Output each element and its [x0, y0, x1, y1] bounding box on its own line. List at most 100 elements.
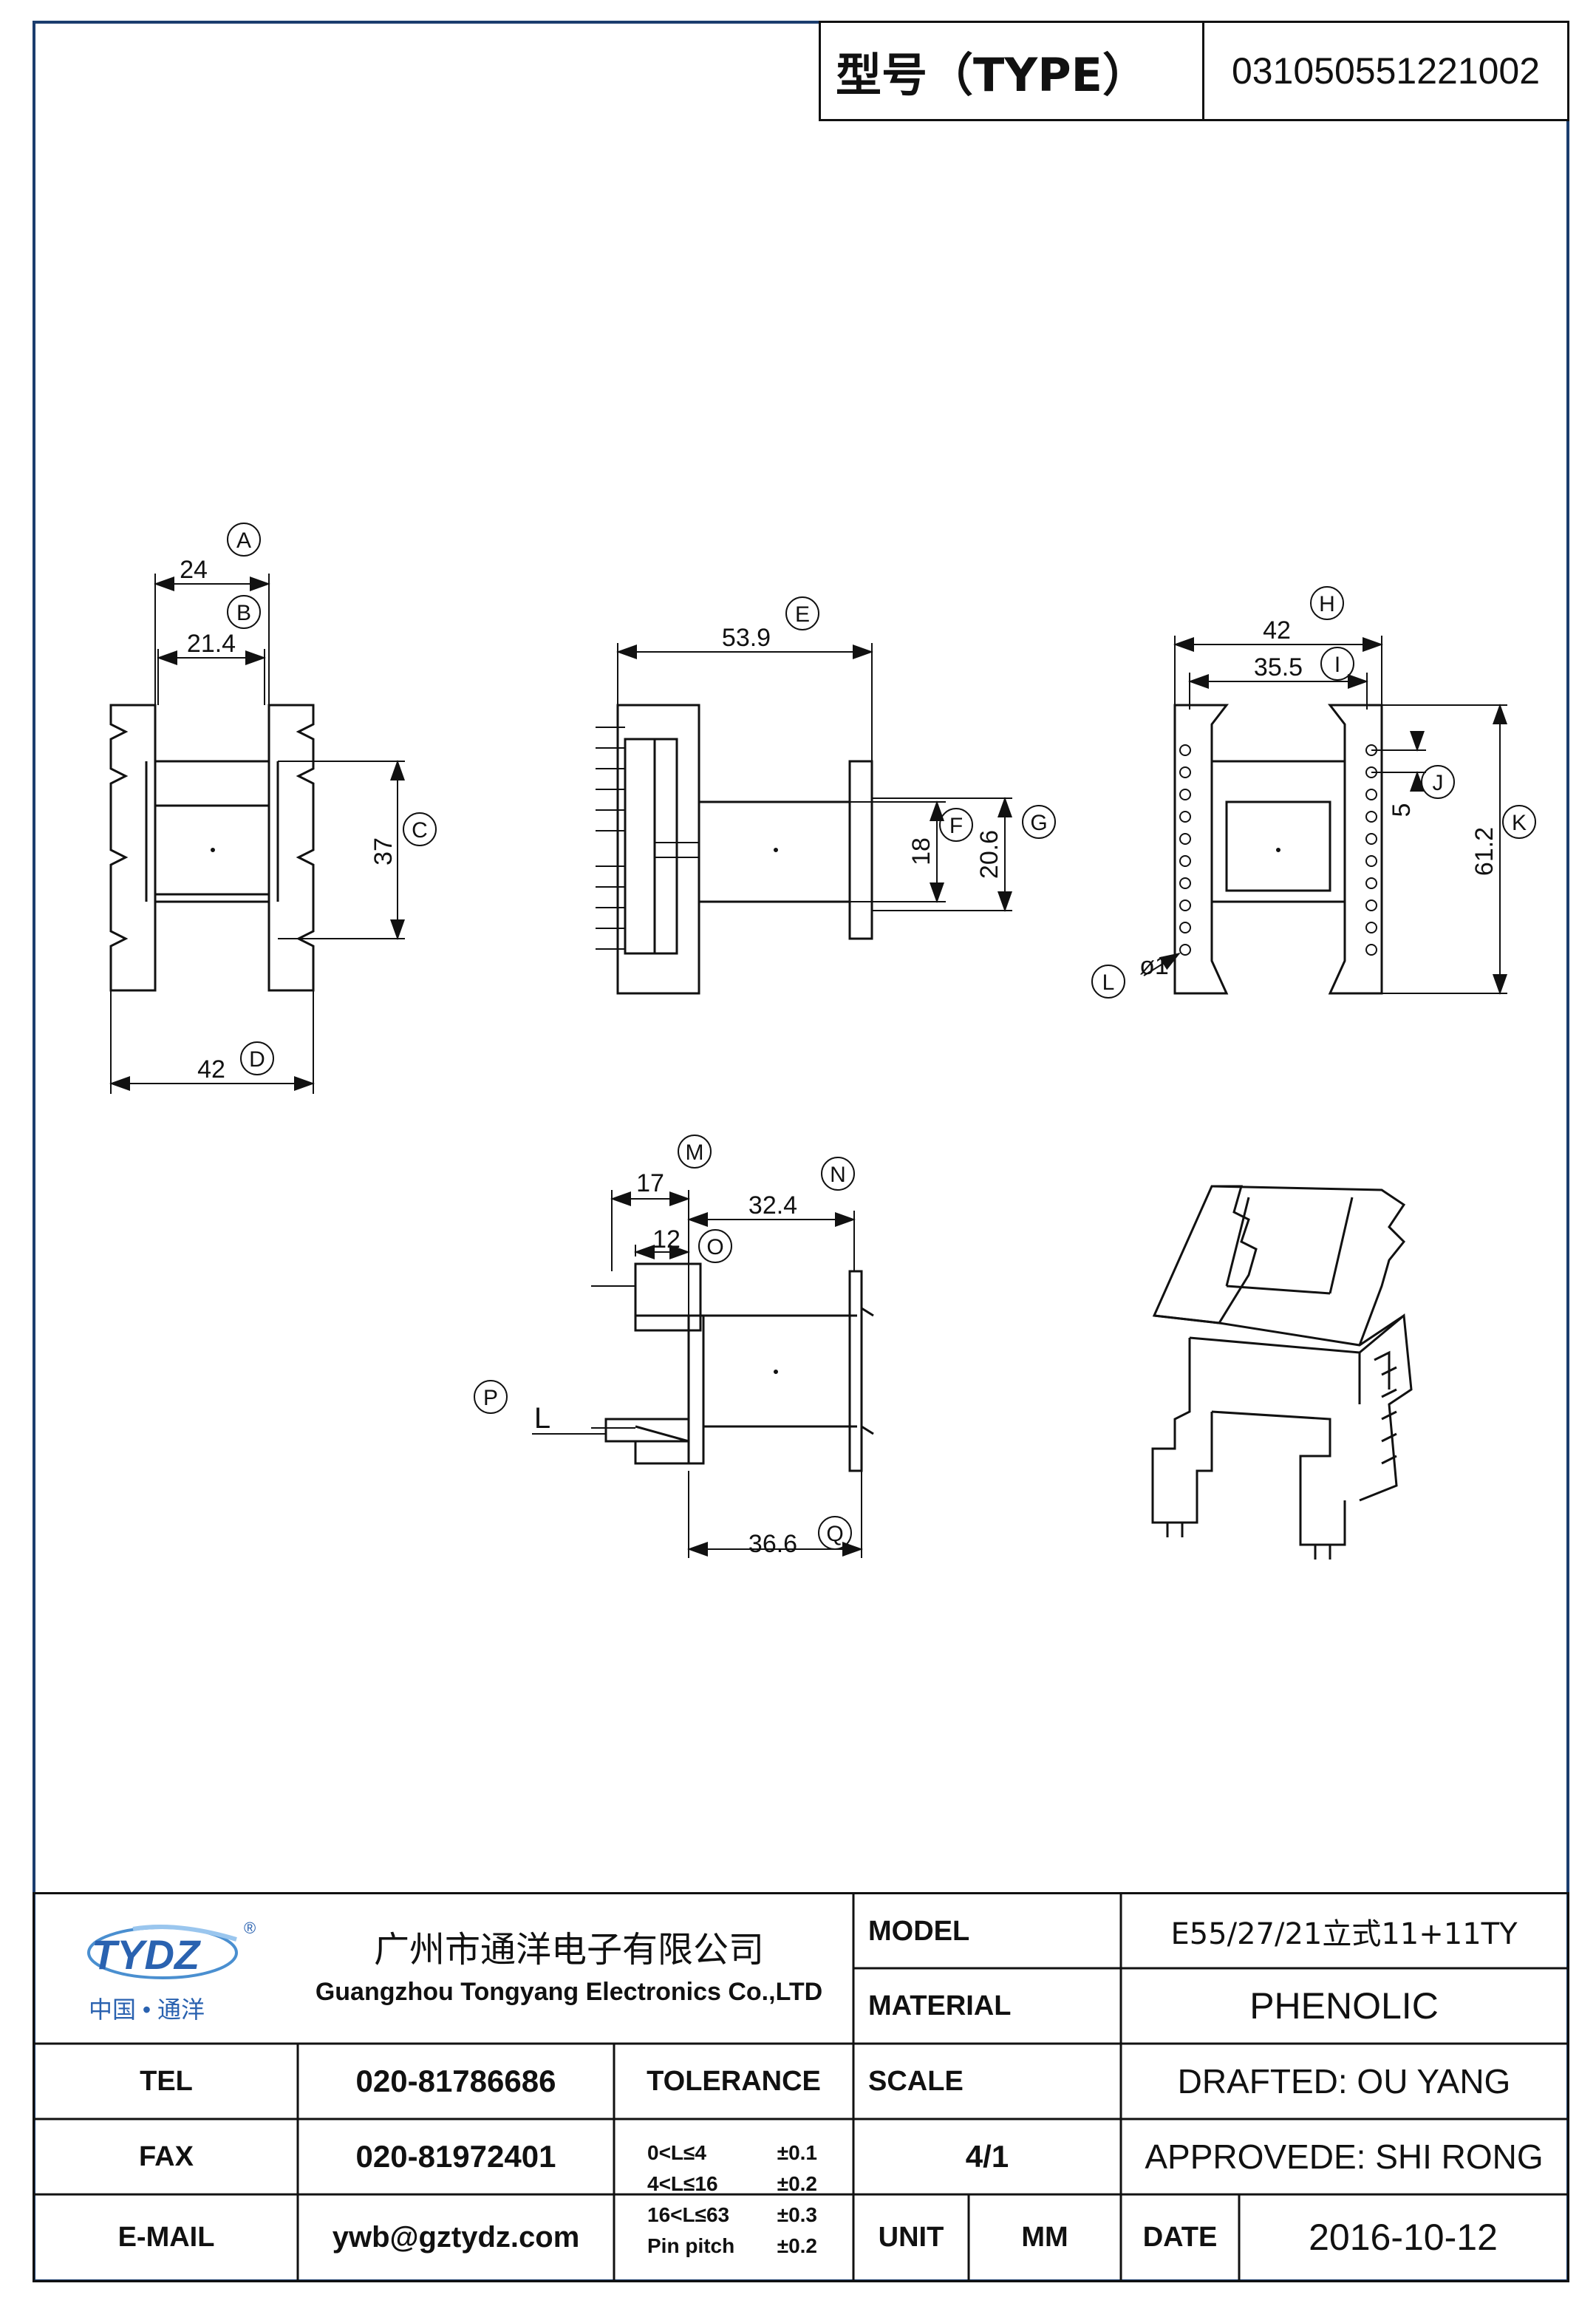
svg-text:L: L	[1102, 970, 1115, 995]
dim-k-value: 61.2	[1470, 827, 1498, 876]
company-name-en: Guangzhou Tongyang Electronics Co.,LTD	[315, 1978, 823, 2006]
date-value: 2016-10-12	[1309, 2217, 1498, 2258]
fax-value: 020-81972401	[355, 2139, 556, 2174]
bottom-view	[604, 1262, 874, 1472]
title-block	[33, 1892, 1569, 2282]
unit-value: MM	[1021, 2221, 1068, 2253]
dim-f-value: 18	[907, 837, 935, 865]
dim-p-label: L	[534, 1402, 550, 1435]
top-view	[1173, 704, 1383, 995]
email-label: E-MAIL	[117, 2221, 215, 2253]
dim-d-value: 42	[197, 1055, 225, 1084]
tolerance-row: 0<L≤4±0.1	[647, 2141, 817, 2164]
dim-b-value: 21.4	[187, 630, 236, 658]
svg-text:N: N	[830, 1163, 846, 1187]
dim-i-value: 35.5	[1254, 653, 1303, 681]
svg-text:G: G	[1030, 811, 1047, 835]
callout-f: F	[939, 808, 973, 842]
logo-registered: ®	[244, 1919, 256, 1937]
svg-text:Q: Q	[826, 1522, 843, 1546]
top-view-dimension-lines	[1143, 636, 1507, 995]
title-block-grid	[35, 1894, 1567, 2280]
drafted-by: DRAFTED: OU YANG	[1177, 2062, 1511, 2101]
callout-h: H	[1310, 586, 1344, 620]
callout-g: G	[1022, 805, 1056, 839]
callout-d: D	[240, 1041, 274, 1075]
callout-q: Q	[818, 1516, 852, 1550]
callout-b: B	[227, 595, 261, 629]
dim-j-value: 5	[1388, 803, 1416, 817]
model-label: MODEL	[868, 1915, 970, 1947]
dim-m-value: 17	[636, 1169, 664, 1197]
type-label: 型号（TYPE）	[821, 23, 1204, 119]
approved-by: APPROVEDE: SHI RONG	[1145, 2137, 1544, 2176]
callout-p: P	[474, 1380, 508, 1414]
dim-g-value: 20.6	[975, 830, 1003, 879]
svg-text:M: M	[686, 1140, 704, 1165]
tolerance-row: Pin pitch±0.2	[647, 2234, 817, 2257]
tel-value: 020-81786686	[355, 2064, 556, 2098]
scale-label: SCALE	[868, 2065, 964, 2097]
callout-e: E	[785, 596, 819, 630]
date-label: DATE	[1142, 2221, 1218, 2253]
bottom-view-pins	[532, 1285, 635, 1435]
svg-text:C: C	[412, 818, 428, 843]
front-view	[109, 704, 315, 992]
tolerance-row: 16<L≤63±0.3	[647, 2203, 817, 2226]
bottom-view-dimension-lines	[610, 1190, 863, 1558]
callout-k: K	[1502, 805, 1536, 839]
unit-label: UNIT	[878, 2221, 944, 2253]
dimension-labels: 24 21.4 37 42 53.9 18 20.6 42 35.5 5 61.…	[180, 556, 1498, 1558]
svg-text:O: O	[706, 1235, 723, 1259]
type-box: 型号（TYPE） 031050551221002	[819, 21, 1569, 121]
callout-c: C	[403, 812, 437, 846]
svg-text:B: B	[236, 601, 251, 625]
callout-n: N	[821, 1157, 855, 1191]
dim-l-value: ø1	[1139, 952, 1169, 980]
front-view-dimension-lines	[109, 574, 405, 1094]
dim-c-value: 37	[369, 837, 398, 865]
tolerance-table: 0<L≤4±0.1 4<L≤16±0.2 16<L≤63±0.3 Pin pit…	[613, 2137, 850, 2262]
callout-i: I	[1320, 647, 1354, 681]
callout-markers: A B C D E F G H I J K L M N O P Q	[227, 523, 1536, 1550]
dim-q-value: 36.6	[748, 1530, 797, 1558]
tolerance-label: TOLERANCE	[647, 2065, 821, 2097]
side-view-pins	[596, 727, 699, 950]
callout-l: L	[1091, 965, 1125, 999]
side-view	[616, 704, 873, 995]
model-value: E55/27/21立式11+11TY	[1170, 1917, 1518, 1951]
svg-text:A: A	[236, 528, 251, 553]
callout-a: A	[227, 523, 261, 557]
svg-text:H: H	[1319, 592, 1335, 616]
tel-label: TEL	[140, 2065, 193, 2097]
dim-n-value: 32.4	[748, 1191, 797, 1220]
side-view-dimension-lines	[616, 643, 1012, 912]
type-number: 031050551221002	[1231, 50, 1541, 92]
dim-a-value: 24	[180, 556, 208, 584]
scale-value: 4/1	[965, 2139, 1009, 2174]
svg-text:F: F	[949, 814, 963, 838]
company-logo: TYDZ ® 中国 • 通洋	[52, 1907, 281, 2040]
logo-tagline: 中国 • 通洋	[89, 1996, 205, 2023]
logo-brand: TYDZ	[92, 1931, 201, 1978]
callout-j: J	[1421, 765, 1455, 799]
svg-text:P: P	[483, 1386, 498, 1410]
tolerance-row: 4<L≤16±0.2	[647, 2172, 817, 2195]
dim-e-value: 53.9	[722, 624, 771, 652]
email-value: ywb@gztydz.com	[332, 2220, 580, 2254]
svg-text:J: J	[1433, 771, 1444, 795]
svg-text:K: K	[1512, 811, 1527, 835]
dim-h-value: 42	[1263, 616, 1291, 644]
isometric-view	[1151, 1185, 1413, 1560]
top-view-pin-slots	[1179, 744, 1377, 956]
svg-text:I: I	[1334, 653, 1340, 677]
svg-text:D: D	[249, 1047, 265, 1072]
dim-o-value: 12	[652, 1225, 681, 1254]
svg-text:E: E	[795, 602, 810, 627]
material-value: PHENOLIC	[1249, 1985, 1439, 2027]
material-label: MATERIAL	[868, 1990, 1012, 2021]
fax-label: FAX	[139, 2140, 194, 2172]
callout-m: M	[678, 1135, 712, 1169]
callout-o: O	[698, 1229, 732, 1263]
